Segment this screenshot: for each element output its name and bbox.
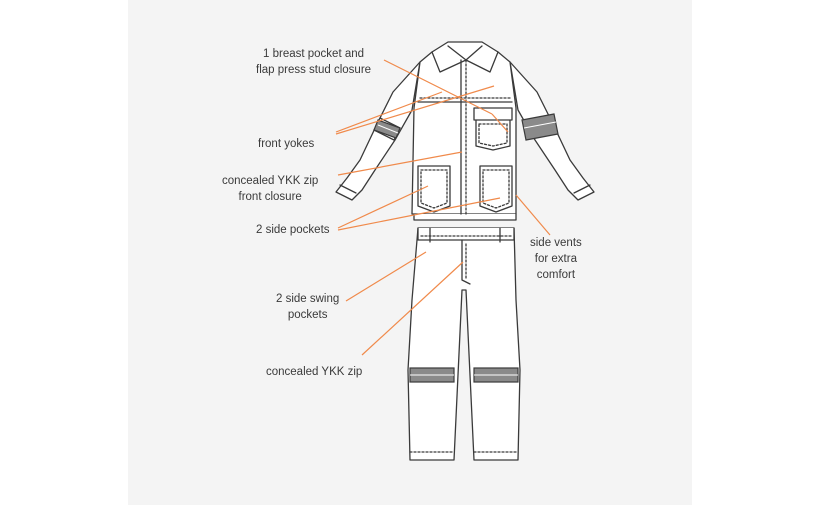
leader-side-pocket-1 bbox=[337, 185, 429, 229]
jacket-side-pocket-right bbox=[479, 165, 513, 213]
label-trouser-zip: concealed YKK zip bbox=[266, 366, 363, 378]
jacket-collar bbox=[431, 41, 499, 73]
label-side-pockets: 2 side pockets bbox=[256, 224, 330, 236]
leader-yoke-2 bbox=[335, 85, 495, 135]
label-swing-pockets: 2 side swing pockets bbox=[276, 293, 340, 321]
trousers bbox=[407, 227, 521, 461]
leader-side-pocket-2 bbox=[337, 197, 501, 231]
leader-trouser-zip bbox=[361, 261, 464, 356]
label-front-closure: concealed YKK zip front closure bbox=[222, 175, 319, 203]
label-side-vents: side vents for extra comfort bbox=[530, 237, 582, 281]
leader-side-vents bbox=[515, 194, 551, 236]
leader-breast-pocket-flap bbox=[491, 113, 509, 133]
leader-lines bbox=[335, 59, 551, 356]
leader-yoke-1 bbox=[335, 91, 443, 133]
leader-swing-pockets bbox=[345, 251, 427, 302]
leader-breast-pocket bbox=[383, 59, 493, 115]
label-breast-pocket: 1 breast pocket and flap press stud clos… bbox=[256, 48, 372, 76]
breast-pocket bbox=[473, 107, 513, 151]
leader-front-closure bbox=[337, 151, 463, 176]
label-front-yokes: front yokes bbox=[258, 138, 315, 150]
